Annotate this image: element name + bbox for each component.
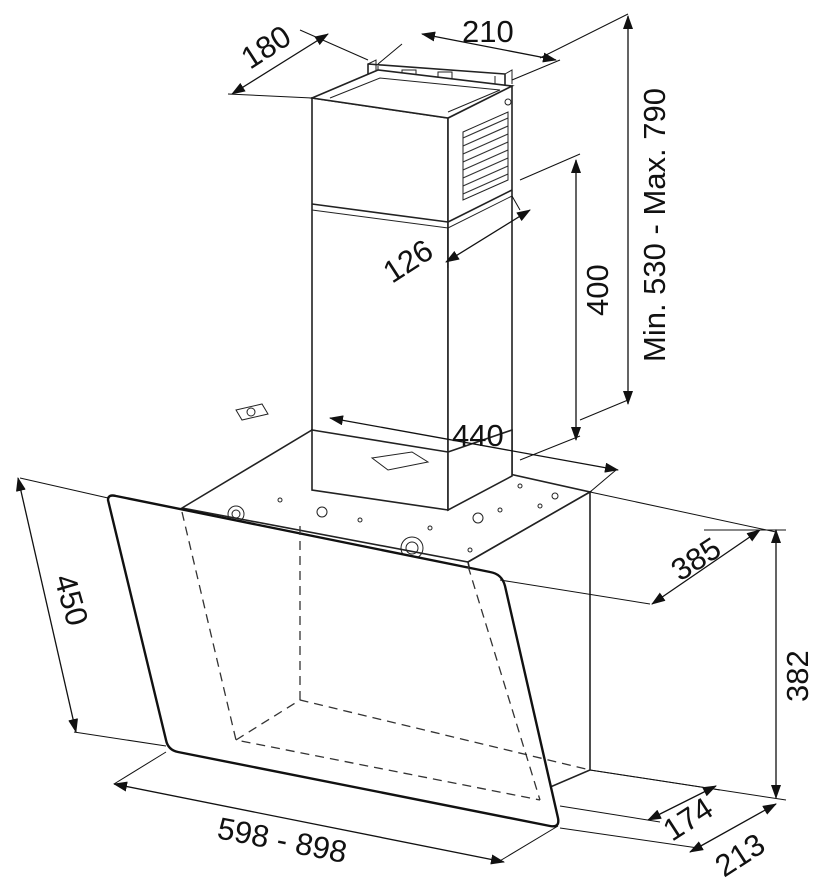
- dimension-chimney-height: Min. 530 - Max. 790: [539, 13, 672, 421]
- label-body-depth: 385: [665, 530, 727, 588]
- label-total-height: 382: [780, 650, 815, 702]
- wall-bracket: [235, 403, 269, 421]
- hidden-box-outline: [181, 511, 541, 801]
- dimension-upper-chimney-height: 400: [519, 153, 615, 461]
- dimension-body-width: 440: [311, 410, 619, 493]
- label-chimney-width: 210: [462, 14, 514, 49]
- label-lower-depth: 174: [657, 790, 719, 848]
- label-overall-depth: 213: [709, 826, 771, 884]
- label-hood-width-range: 598 - 898: [215, 811, 350, 870]
- vent-grille: [462, 111, 509, 201]
- label-chimney-height-range: Min. 530 - Max. 790: [637, 88, 672, 362]
- label-body-width: 440: [452, 418, 504, 453]
- label-upper-chimney-height: 400: [580, 264, 615, 316]
- label-chimney-depth: 180: [235, 18, 297, 76]
- label-glass-height: 450: [47, 570, 95, 629]
- dimension-chimney-width: 210: [377, 14, 561, 81]
- glass-panel: [106, 494, 591, 828]
- dimension-lower-depth: 174: [559, 769, 721, 848]
